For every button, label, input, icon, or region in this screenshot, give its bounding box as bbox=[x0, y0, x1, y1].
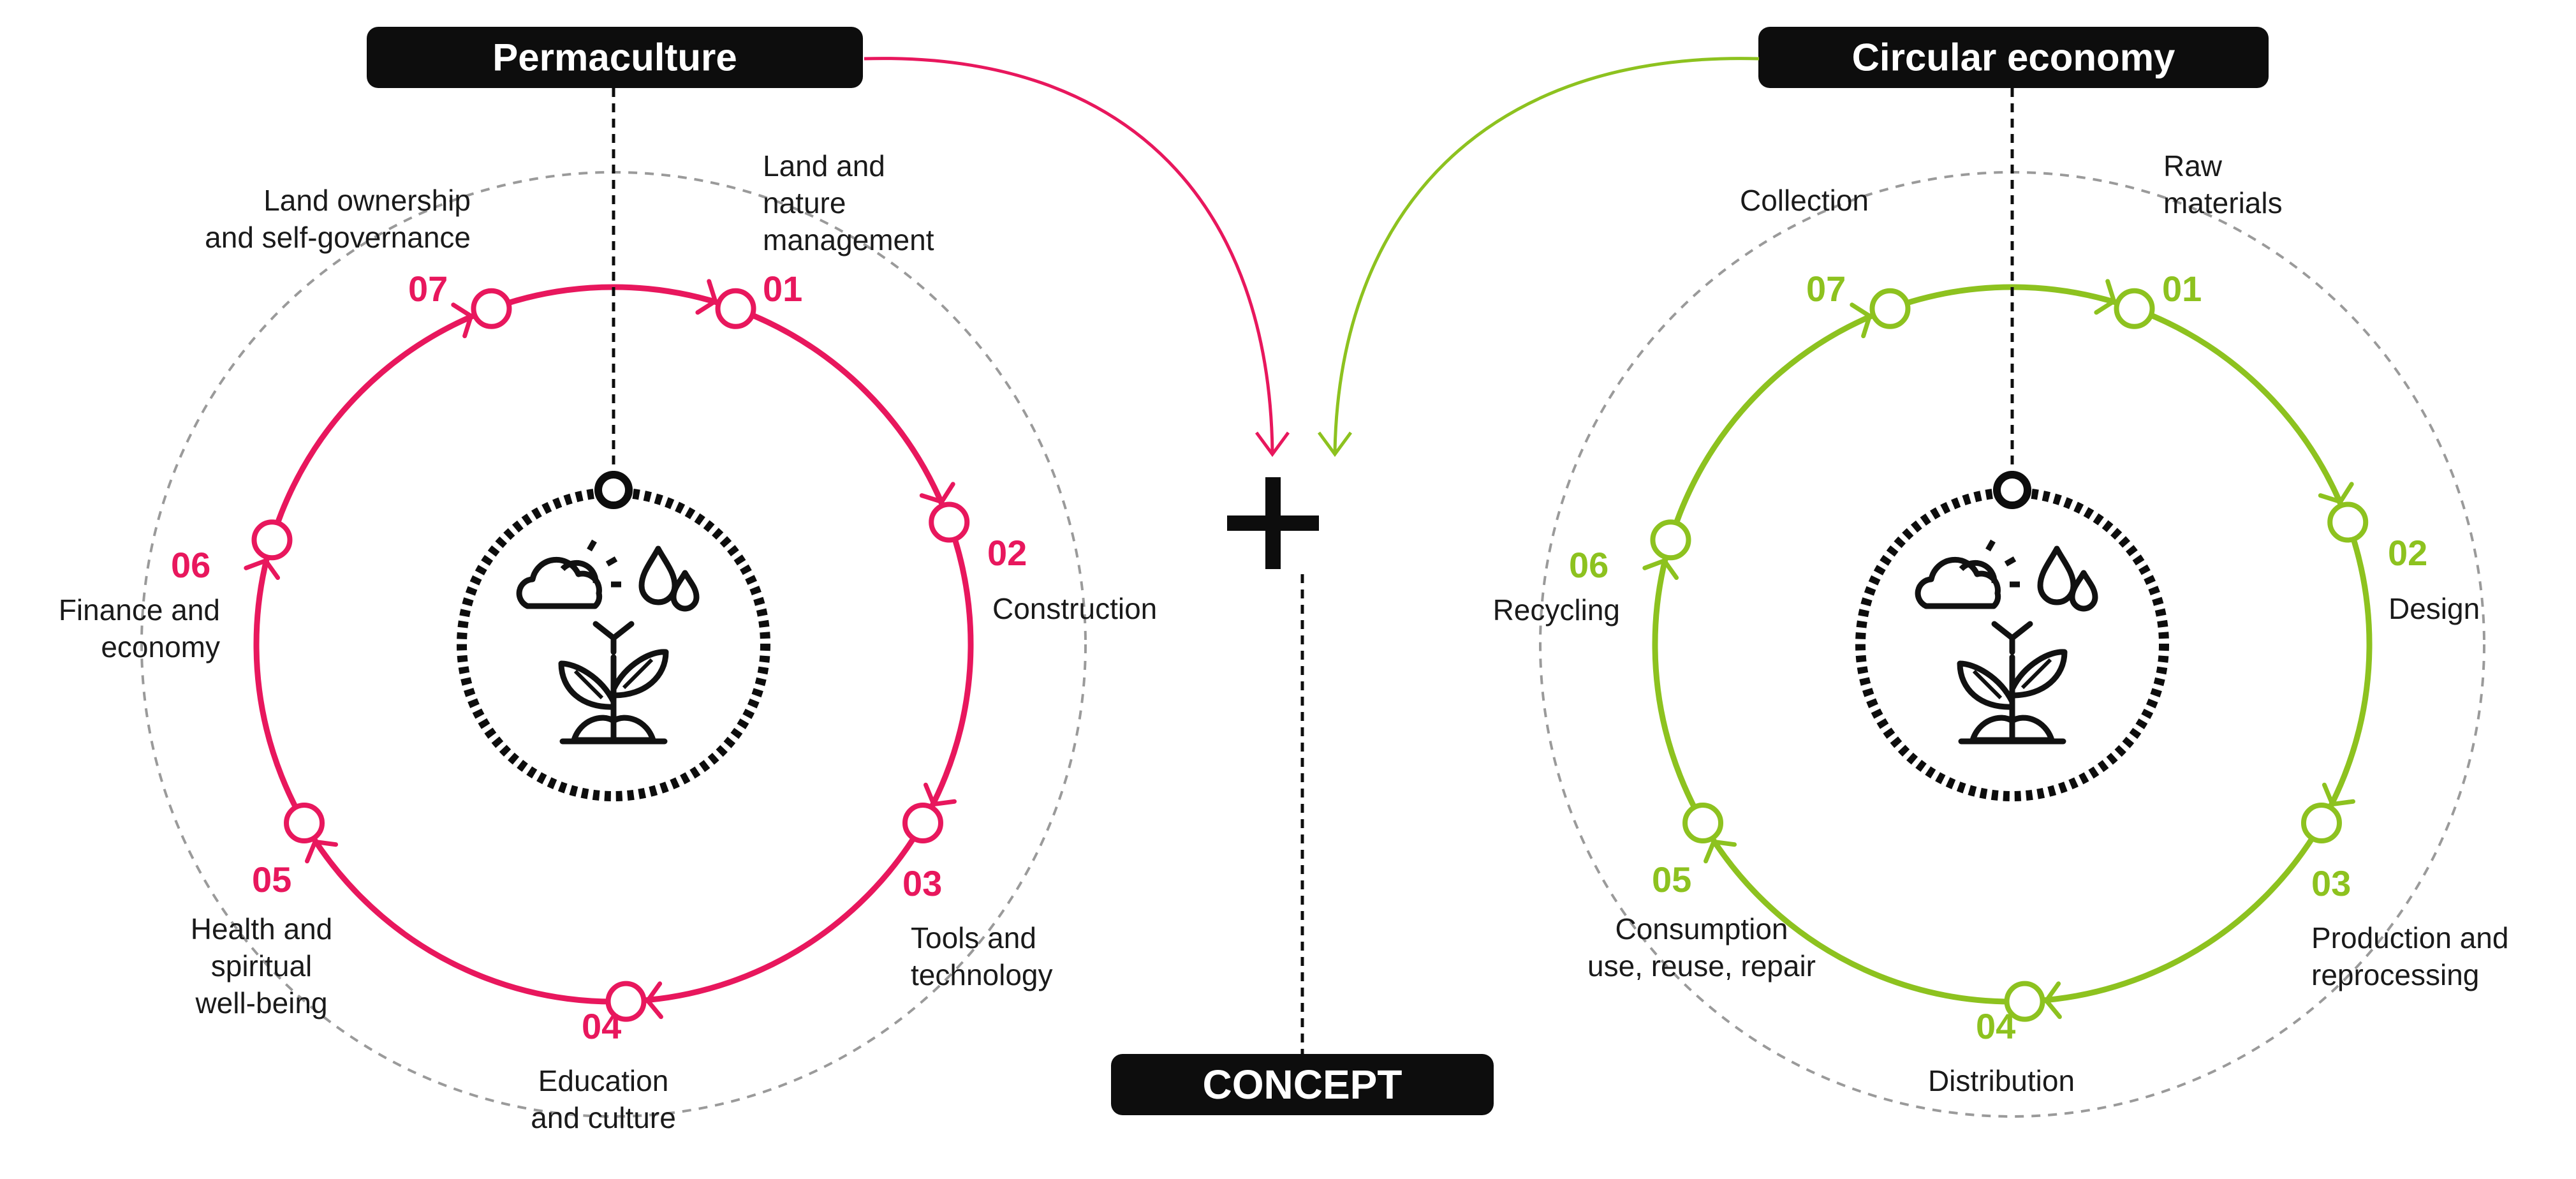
permaculture-title: Permaculture bbox=[492, 36, 737, 79]
permaculture-node-circle-06 bbox=[251, 519, 293, 561]
circular-arrowhead-07 bbox=[1850, 302, 1873, 339]
circular-node-circle-01 bbox=[2114, 288, 2155, 329]
permaculture-inner-top-node bbox=[594, 471, 633, 509]
circular-arrowhead-04 bbox=[2043, 981, 2062, 1020]
permaculture-node-circle-04 bbox=[605, 981, 647, 1022]
circular-node-circle-06 bbox=[1650, 519, 1691, 561]
permaculture-arrowhead-07 bbox=[451, 302, 474, 339]
circular-to-concept-arrow bbox=[1333, 57, 1760, 452]
circular-node-07: 07 Collection bbox=[1740, 184, 1911, 339]
permaculture-node-number-05: 05 bbox=[252, 859, 291, 900]
permaculture-to-concept-arrow bbox=[864, 57, 1274, 452]
circular-node-label-04: Distribution bbox=[1928, 1064, 2075, 1097]
permaculture-node-circle-05 bbox=[284, 803, 325, 843]
concept-label: CONCEPT bbox=[1203, 1062, 1402, 1108]
permaculture-node-circle-07 bbox=[471, 288, 512, 329]
circular-arrowhead-06 bbox=[1642, 558, 1679, 581]
circular-node-number-07: 07 bbox=[1806, 269, 1846, 309]
permaculture-title-badge: Permaculture bbox=[367, 27, 863, 88]
permaculture-arrow-head bbox=[1255, 431, 1290, 457]
circular-arrowhead-03 bbox=[2322, 782, 2355, 807]
circular-arrowhead-01 bbox=[2094, 279, 2117, 315]
plus-icon bbox=[1227, 477, 1319, 569]
circular-node-circle-03 bbox=[2300, 803, 2342, 843]
circular-arrowhead-05 bbox=[1704, 839, 1737, 864]
permaculture-arrowhead-02 bbox=[919, 482, 955, 505]
circular-node-number-02: 02 bbox=[2388, 533, 2427, 573]
circular-inner-top-node bbox=[1993, 471, 2031, 509]
circular-node-label-06: Recycling bbox=[1493, 593, 1620, 627]
permaculture-arrowhead-04 bbox=[645, 981, 663, 1020]
circular-node-number-03: 03 bbox=[2311, 863, 2351, 903]
permaculture-node-number-06: 06 bbox=[171, 545, 210, 585]
permaculture-arrowhead-03 bbox=[923, 782, 957, 807]
concept-badge: CONCEPT bbox=[1111, 1054, 1494, 1115]
permaculture-node-circle-02 bbox=[929, 501, 970, 543]
circular-arrowhead-02 bbox=[2318, 482, 2354, 505]
circular-node-circle-04 bbox=[2004, 981, 2045, 1022]
permaculture-node-label-02: Construction bbox=[992, 592, 1157, 625]
circular-node-circle-07 bbox=[1869, 288, 1911, 329]
circular-node-label-02: Design bbox=[2388, 592, 2480, 625]
circular-node-number-06: 06 bbox=[1569, 545, 1608, 585]
plant-weather-icon bbox=[519, 541, 696, 741]
circular-title: Circular economy bbox=[1852, 36, 2175, 79]
circular-arrow-head bbox=[1317, 431, 1353, 457]
permaculture-arrowhead-05 bbox=[305, 839, 339, 864]
circular-node-number-04: 04 bbox=[1976, 1006, 2015, 1046]
plant-weather-icon bbox=[1918, 541, 2095, 741]
permaculture-node-circle-01 bbox=[715, 288, 756, 329]
permaculture-node-number-01: 01 bbox=[763, 269, 802, 309]
permaculture-node-number-07: 07 bbox=[408, 269, 448, 309]
permaculture-node-circle-03 bbox=[902, 803, 943, 843]
circular-node-number-01: 01 bbox=[2162, 269, 2202, 309]
permaculture-node-number-02: 02 bbox=[987, 533, 1027, 573]
circular-title-badge: Circular economy bbox=[1758, 27, 2269, 88]
circular-node-label-07: Collection bbox=[1740, 184, 1869, 217]
circular-node-circle-02 bbox=[2327, 501, 2369, 543]
circular-node-number-05: 05 bbox=[1652, 859, 1691, 900]
circular-node-circle-05 bbox=[1682, 803, 1724, 843]
permaculture-arrowhead-06 bbox=[244, 558, 281, 581]
permaculture-node-number-03: 03 bbox=[902, 863, 942, 903]
permaculture-node-number-04: 04 bbox=[582, 1006, 621, 1046]
permaculture-arrowhead-01 bbox=[695, 279, 718, 315]
